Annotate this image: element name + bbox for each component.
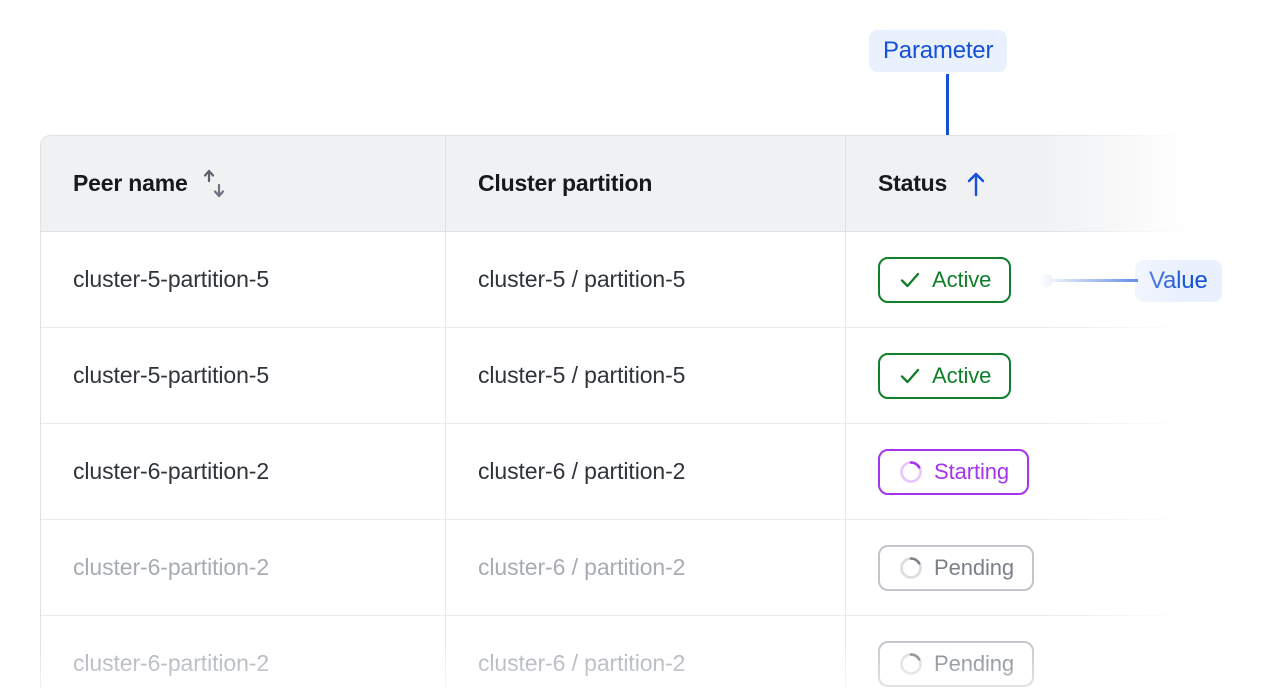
parameter-connector-line xyxy=(946,74,949,158)
cell-status: Starting xyxy=(846,424,1194,520)
status-badge-label: Active xyxy=(932,266,992,292)
status-badge-label: Pending xyxy=(934,650,1015,676)
cell-cluster-partition: cluster-5 / partition-5 xyxy=(446,232,846,328)
peers-table-container: Peer name Cluster partition Status xyxy=(40,135,1195,688)
status-badge-pending[interactable]: Pending xyxy=(878,640,1035,687)
cell-status: Pending xyxy=(846,520,1194,616)
cell-cluster-partition: cluster-6 / partition-2 xyxy=(446,424,846,520)
spinner-icon xyxy=(898,651,924,677)
cell-peer-name: cluster-6-partition-2 xyxy=(41,520,446,616)
peers-table: Peer name Cluster partition Status xyxy=(40,135,1195,688)
spinner-icon xyxy=(898,555,924,581)
cell-peer-name: cluster-5-partition-5 xyxy=(41,232,446,328)
callout-parameter: Parameter xyxy=(869,30,1008,72)
cell-cluster-partition: cluster-6 / partition-2 xyxy=(446,616,846,688)
spinner-icon xyxy=(898,459,924,485)
table-header-row: Peer name Cluster partition Status xyxy=(41,136,1194,232)
check-icon xyxy=(898,364,922,388)
column-header-cluster-partition[interactable]: Cluster partition xyxy=(446,136,846,232)
column-header-cluster-partition-label: Cluster partition xyxy=(478,170,653,196)
cell-peer-name: cluster-6-partition-2 xyxy=(41,424,446,520)
column-header-peer-name-label: Peer name xyxy=(73,170,188,196)
column-header-status[interactable]: Status xyxy=(846,136,1194,232)
status-badge-starting[interactable]: Starting xyxy=(878,448,1030,495)
status-badge-label: Active xyxy=(932,362,992,388)
status-badge-active[interactable]: Active xyxy=(878,352,1012,399)
cell-peer-name: cluster-5-partition-5 xyxy=(41,328,446,424)
cell-status: Active xyxy=(846,328,1194,424)
sort-updown-icon[interactable] xyxy=(202,169,228,199)
status-badge-label: Pending xyxy=(934,554,1015,580)
status-badge-label: Starting xyxy=(934,458,1010,484)
cell-status: Pending xyxy=(846,616,1194,688)
cell-status: Active xyxy=(846,232,1194,328)
status-badge-active[interactable]: Active xyxy=(878,256,1012,303)
cell-cluster-partition: cluster-5 / partition-5 xyxy=(446,328,846,424)
check-icon xyxy=(898,268,922,292)
column-header-status-label: Status xyxy=(878,170,948,196)
arrow-up-icon[interactable] xyxy=(965,170,987,198)
column-header-peer-name[interactable]: Peer name xyxy=(41,136,446,232)
cell-cluster-partition: cluster-6 / partition-2 xyxy=(446,520,846,616)
status-badge-pending[interactable]: Pending xyxy=(878,544,1035,591)
cell-peer-name: cluster-6-partition-2 xyxy=(41,616,446,688)
